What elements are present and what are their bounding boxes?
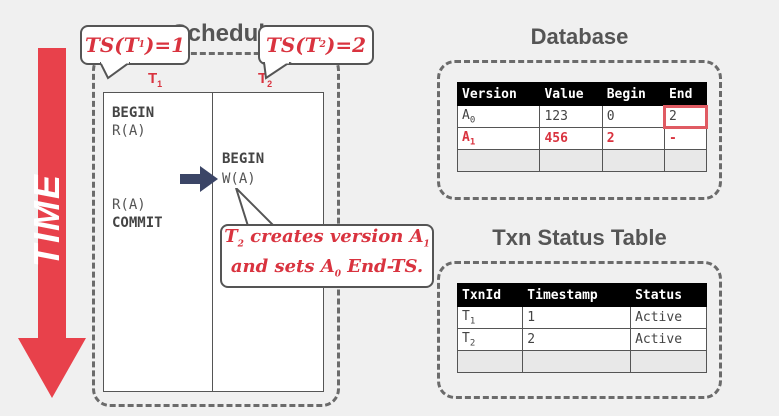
note-callout-tail (235, 188, 276, 227)
t1-op-read-2: R(A) (112, 197, 146, 213)
version-note-callout: T2 creates version A1 and sets A0 End-TS… (220, 224, 434, 288)
table-row: A0 123 0 2 (456, 104, 708, 129)
txn-header-row: TxnId Timestamp Status (456, 283, 707, 307)
database-header-row: Version Value Begin End (456, 82, 708, 106)
empty-row (456, 149, 708, 172)
current-step-arrow-icon (180, 166, 218, 192)
t2-op-begin: BEGIN (222, 151, 265, 167)
col-version: Version (456, 82, 541, 106)
t1-op-begin: BEGIN (112, 105, 155, 121)
col-begin: Begin (601, 82, 665, 106)
database-table: Version Value Begin End A0 123 0 2 A1 45… (456, 82, 708, 172)
begin-cell: 2 (601, 127, 665, 150)
col-end: End (663, 82, 708, 106)
version-cell: A1 (456, 127, 541, 150)
empty-cell (601, 149, 665, 172)
time-arrow (18, 48, 86, 398)
database-frame (437, 60, 722, 200)
empty-cell (630, 350, 707, 373)
col-status: Status (630, 283, 707, 307)
empty-cell (663, 149, 708, 172)
schedule-divider (212, 92, 213, 392)
end-cell: - (663, 127, 708, 150)
status-cell: Active (630, 306, 707, 329)
empty-cell (456, 350, 524, 373)
status-cell: Active (630, 328, 707, 351)
ts-t2-callout-tail (262, 62, 292, 80)
begin-cell: 0 (601, 105, 665, 128)
end-cell-highlighted: 2 (663, 104, 708, 129)
note-line-2: and sets A0 End-TS. (230, 256, 424, 280)
table-row: T2 2 Active (456, 328, 707, 351)
txn-status-title: Txn Status Table (492, 225, 667, 250)
timestamp-cell: 2 (522, 328, 632, 351)
t1-column-header: T1 (148, 70, 163, 89)
t1-op-commit: COMMIT (112, 215, 163, 231)
empty-cell (539, 149, 603, 172)
txnid-cell: T1 (456, 306, 524, 329)
database-title: Database (530, 24, 629, 49)
txn-status-frame (437, 261, 722, 399)
col-value: Value (539, 82, 603, 106)
empty-cell (456, 149, 541, 172)
table-row: T1 1 Active (456, 306, 707, 329)
note-line-1: T2 creates version A1 (224, 226, 430, 250)
time-label: TIME (26, 173, 67, 267)
empty-cell (522, 350, 632, 373)
empty-row (456, 350, 707, 373)
t1-op-read-1: R(A) (112, 123, 146, 139)
ts-t1-callout-tail (100, 62, 130, 80)
table-row: A1 456 2 - (456, 127, 708, 150)
col-txnid: TxnId (456, 283, 524, 307)
t2-column-header: T2 (258, 70, 273, 89)
col-timestamp: Timestamp (522, 283, 632, 307)
t2-op-write: W(A) (222, 171, 256, 187)
version-cell: A0 (456, 105, 541, 128)
txnid-cell: T2 (456, 328, 524, 351)
txn-status-table: TxnId Timestamp Status T1 1 Active T2 2 … (456, 283, 707, 373)
timestamp-cell: 1 (522, 306, 632, 329)
value-cell: 123 (539, 105, 603, 128)
value-cell: 456 (539, 127, 603, 150)
